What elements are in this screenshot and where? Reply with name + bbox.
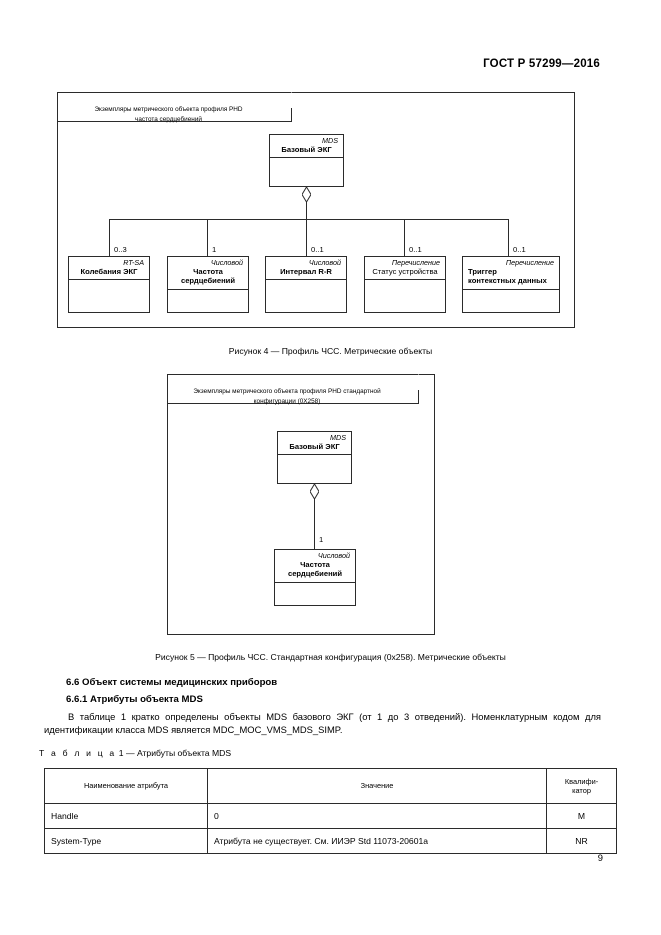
figure-4-multiplicity-2: 1	[212, 245, 217, 254]
figure-4-child-2-attributes	[168, 290, 248, 345]
figure-5-frame: Экземпляры метрического объекта профиля …	[167, 374, 435, 635]
figure-4-frame-label-text: Экземпляры метрического объекта профиля …	[94, 106, 243, 123]
figure-4-child-3-name: Интервал R-R	[280, 267, 332, 277]
figure-4-child-2-name: Частота сердцебиений	[180, 267, 235, 286]
figure-4-root-name: Базовый ЭКГ	[281, 145, 332, 155]
figure-4-child-3-attributes	[266, 280, 346, 335]
figure-4-child-5-attributes	[463, 290, 559, 345]
figure-4-class-box-1: RT-SA Колебания ЭКГ	[68, 256, 150, 313]
table-header-row: Наименование атрибута Значение Квалифи- …	[44, 768, 617, 804]
figure-4-child-4-attributes	[365, 280, 445, 335]
compartment-separator	[266, 279, 346, 281]
connector-root-to-child	[314, 499, 315, 549]
figure-4-root-stereotype: MDS	[322, 136, 338, 145]
attributes-table: Наименование атрибута Значение Квалифи- …	[44, 768, 617, 854]
document-header-title: ГОСТ Р 57299—2016	[483, 58, 600, 70]
figure-4-multiplicity-5: 0..1	[513, 245, 526, 254]
figure-5-caption: Рисунок 5 — Профиль ЧСС. Стандартная кон…	[155, 652, 506, 662]
table-row: System-Type Атрибута не существует. См. …	[44, 828, 617, 854]
table-header-attribute-name: Наименование атрибута	[44, 768, 208, 804]
section-heading-6-6: 6.6 Объект системы медицинских приборов	[66, 677, 278, 688]
compartment-separator	[463, 288, 559, 290]
figure-4-child-2-stereotype: Числовой	[210, 258, 243, 267]
figure-4-class-box-4: Перечисление Статус устройства	[364, 256, 446, 313]
figure-4-child-3-stereotype: Числовой	[308, 258, 341, 267]
figure-4-child-1-name: Колебания ЭКГ	[80, 267, 138, 277]
compartment-separator	[69, 279, 149, 281]
frame-corner-cut	[402, 387, 419, 404]
figure-4-child-1-stereotype: RT-SA	[123, 258, 144, 267]
compartment-separator	[275, 581, 355, 583]
connector-drop-2	[207, 219, 208, 256]
figure-4-child-5-name: Триггер контекстных данных	[468, 267, 547, 286]
connector-drop-1	[109, 219, 110, 256]
table-header-value: Значение	[207, 768, 547, 804]
figure-4-child-4-stereotype: Перечисление	[391, 258, 440, 267]
table-cell-qualifier: NR	[546, 828, 617, 854]
figure-5-root-name: Базовый ЭКГ	[289, 442, 340, 452]
aggregation-diamond-icon	[309, 483, 320, 500]
figure-4-child-1-attributes	[69, 280, 149, 335]
figure-4-child-4-name: Статус устройства	[372, 267, 438, 277]
figure-5-class-box-child: Числовой Частота сердцебиений	[274, 549, 356, 606]
table-1-caption: Т а б л и ц а 1 — Атрибуты объекта MDS	[39, 748, 231, 758]
aggregation-diamond-icon	[301, 186, 312, 203]
table-cell-value: Атрибута не существует. См. ИИЭР Std 110…	[207, 828, 547, 854]
figure-5-child-attributes	[275, 583, 355, 638]
table-cell-attribute-name: System-Type	[44, 828, 208, 854]
figure-4-class-box-5: Перечисление Триггер контекстных данных	[462, 256, 560, 313]
figure-4-multiplicity-3: 0..1	[311, 245, 324, 254]
connector-bus	[109, 219, 508, 220]
connector-drop-5	[508, 219, 509, 256]
compartment-separator	[168, 288, 248, 290]
figure-5-frame-label: Экземпляры метрического объекта профиля …	[167, 374, 419, 405]
frame-corner-cut	[275, 105, 292, 122]
figure-5-class-box-root: MDS Базовый ЭКГ	[277, 431, 352, 484]
figure-4-child-5-stereotype: Перечисление	[505, 258, 554, 267]
figure-4-multiplicity-4: 0..1	[409, 245, 422, 254]
table-cell-qualifier: M	[546, 803, 617, 829]
figure-4-frame: Экземпляры метрического объекта профиля …	[57, 92, 575, 328]
compartment-separator	[278, 454, 351, 456]
figure-4-frame-label: Экземпляры метрического объекта профиля …	[57, 92, 292, 123]
table-header-qualifier: Квалифи- катор	[546, 768, 617, 804]
section-paragraph: В таблице 1 кратко определены объекты MD…	[44, 711, 601, 735]
figure-5-child-stereotype: Числовой	[317, 551, 350, 560]
figure-4-caption: Рисунок 4 — Профиль ЧСС. Метрические объ…	[228, 346, 433, 356]
figure-4-class-box-3: Числовой Интервал R-R	[265, 256, 347, 313]
connector-root-stem	[306, 202, 307, 219]
connector-drop-3	[306, 219, 307, 256]
figure-5-multiplicity: 1	[319, 535, 324, 544]
page-number: 9	[597, 852, 603, 863]
figure-5-child-name: Частота сердцебиений	[287, 560, 342, 579]
table-caption-rest: 1 — Атрибуты объекта MDS	[116, 748, 232, 758]
figure-4-class-box-2: Числовой Частота сердцебиений	[167, 256, 249, 313]
figure-5-root-stereotype: MDS	[330, 433, 346, 442]
table-cell-attribute-name: Handle	[44, 803, 208, 829]
table-caption-prefix: Т а б л и ц а	[39, 748, 117, 758]
figure-5-frame-label-text: Экземпляры метрического объекта профиля …	[193, 388, 381, 405]
compartment-separator	[365, 279, 445, 281]
figure-4-multiplicity-1: 0..3	[114, 245, 127, 254]
compartment-separator	[270, 157, 343, 159]
table-cell-value: 0	[207, 803, 547, 829]
section-heading-6-6-1: 6.6.1 Атрибуты объекта MDS	[66, 694, 203, 705]
table-row: Handle 0 M	[44, 803, 617, 829]
connector-drop-4	[404, 219, 405, 256]
figure-4-class-box-root: MDS Базовый ЭКГ	[269, 134, 344, 187]
